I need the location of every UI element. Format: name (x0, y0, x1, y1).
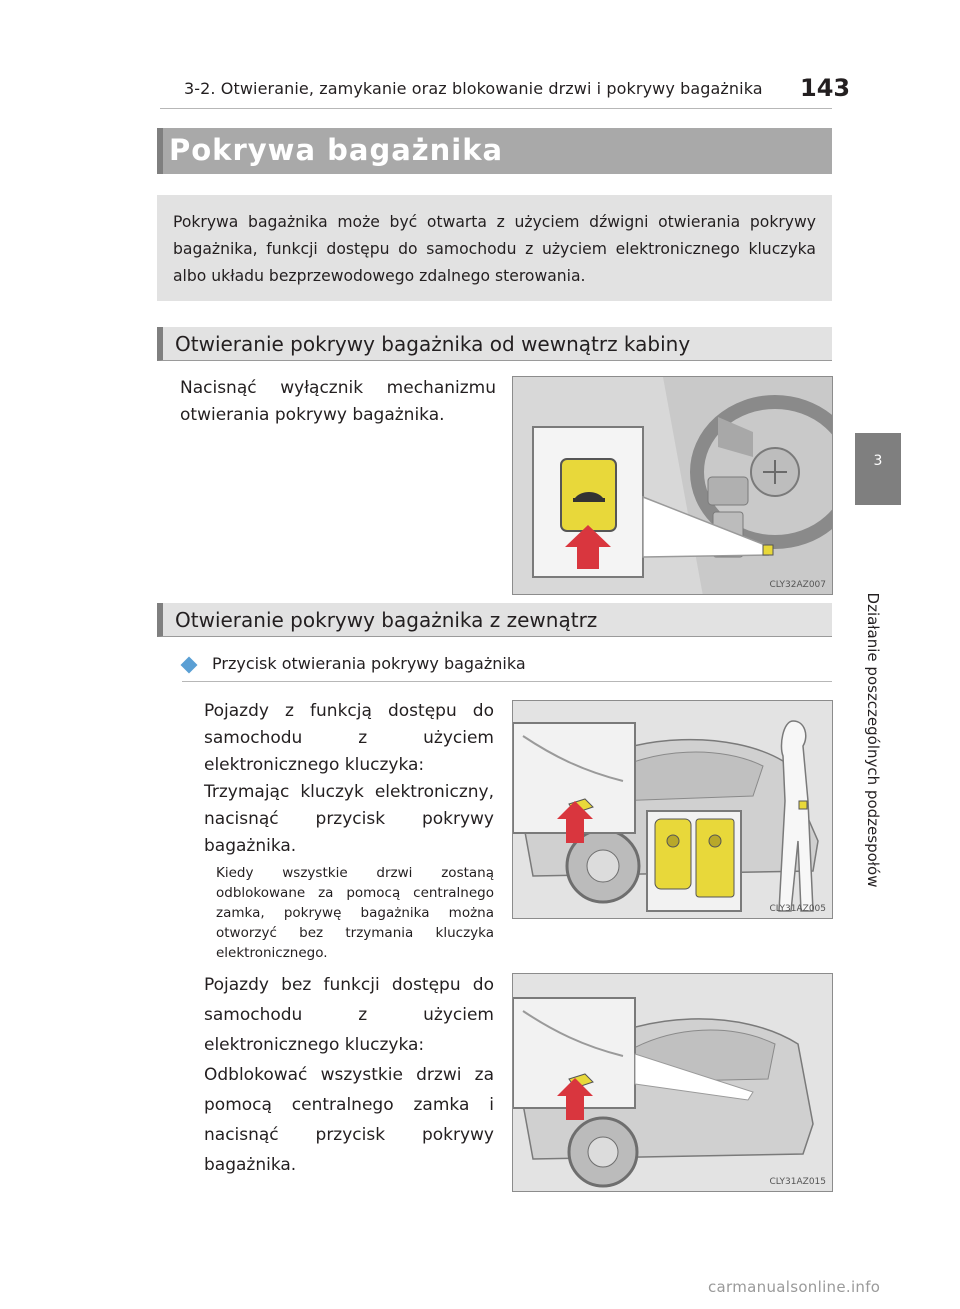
section-heading-inside-label: Otwieranie pokrywy bagażnika od wewnątrz… (175, 332, 691, 356)
watermark: carmanualsonline.info (708, 1278, 881, 1296)
chapter-tab: 3 (855, 433, 901, 505)
note-text: Kiedy wszystkie drzwi zostaną odblokowan… (216, 865, 494, 961)
header-rule (160, 108, 832, 109)
intro-text: Pokrywa bagażnika może być otwarta z uży… (173, 213, 816, 285)
car-rear-illustration (513, 974, 832, 1191)
chapter-number: 3 (873, 453, 883, 469)
figure-trunk-no-smart-key: CLY31AZ015 (512, 973, 833, 1192)
chapter-side-label: Działanie poszczególnych podzespołów (862, 505, 884, 975)
figure-interior-switch: CLY32AZ007 (512, 376, 833, 595)
page-number: 143 (800, 74, 851, 102)
intro-box: Pokrywa bagażnika może być otwarta z uży… (157, 195, 832, 301)
section-heading-outside: Otwieranie pokrywy bagażnika z zewnątrz (157, 603, 832, 637)
running-header: 3-2. Otwieranie, zamykanie oraz blokowan… (184, 79, 763, 98)
sub-heading: Przycisk otwierania pokrywy bagażnika (180, 651, 832, 682)
section-heading-outside-label: Otwieranie pokrywy bagażnika z zewnątrz (175, 608, 598, 632)
section1-text: Nacisnąć wyłącznik mechanizmu otwierania… (180, 378, 496, 425)
page-title: Pokrywa bagażnika (169, 133, 504, 167)
diamond-bullet-icon (180, 656, 198, 674)
figure-code-2: CLY31AZ005 (769, 904, 826, 914)
car-rear-smart-key-illustration (513, 701, 832, 918)
section-heading-inside: Otwieranie pokrywy bagażnika od wewnątrz… (157, 327, 832, 361)
chapter-side-label-text: Działanie poszczególnych podzespołów (864, 592, 882, 888)
interior-dashboard-illustration (513, 377, 832, 594)
block2-text-b: Odblokować wszystkie drzwi za pomocą cen… (204, 1065, 494, 1175)
block1-text-a: Pojazdy z funkcją dostępu do samochodu z… (204, 701, 494, 775)
block1-text-b: Trzymając kluczyk elektroniczny, nacisną… (204, 782, 494, 856)
figure-code-3: CLY31AZ015 (769, 1177, 826, 1187)
figure-code-1: CLY32AZ007 (769, 580, 826, 590)
block2-text-a: Pojazdy bez funkcji dostępu do samochodu… (204, 975, 494, 1055)
sub-heading-label: Przycisk otwierania pokrywy bagażnika (212, 654, 526, 673)
title-band: Pokrywa bagażnika (157, 128, 832, 174)
figure-trunk-smart-key: CLY31AZ005 (512, 700, 833, 919)
